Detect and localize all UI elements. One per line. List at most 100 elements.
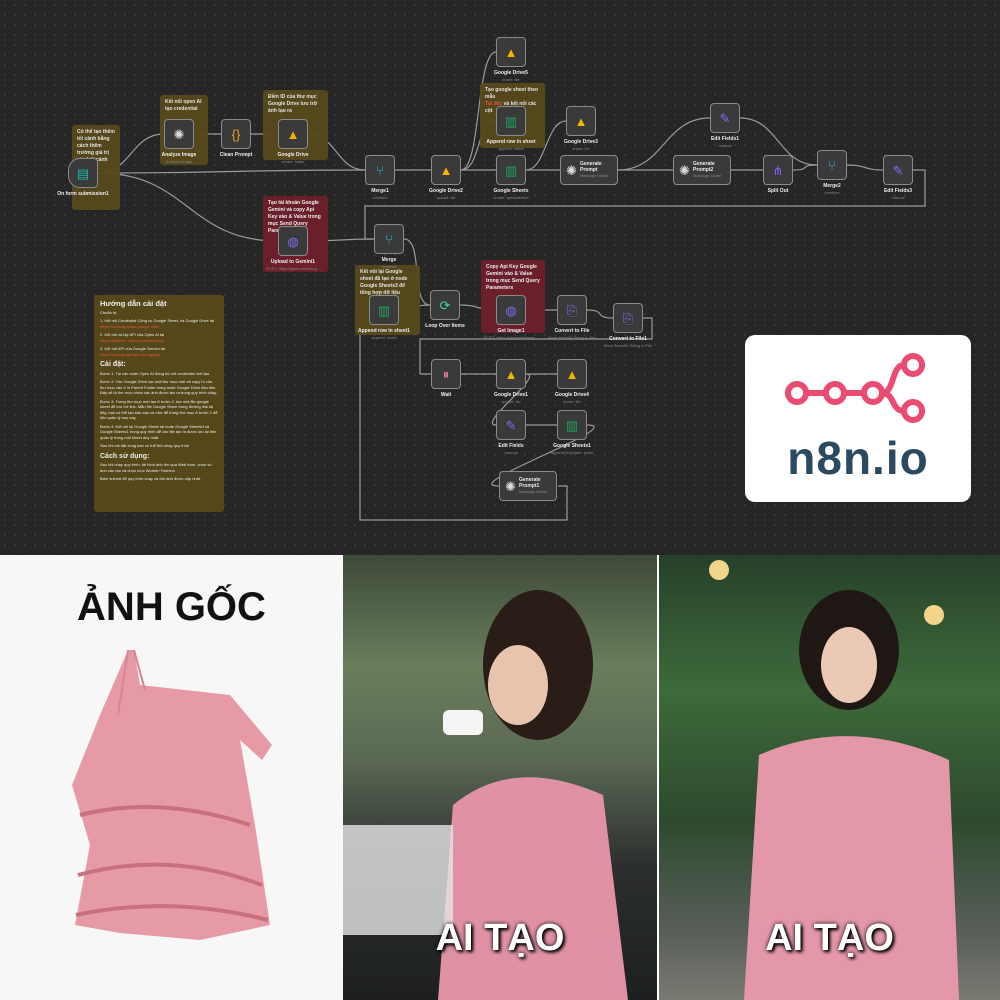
node-label: Edit Fields1: [710, 136, 740, 142]
node-label: Merge2: [823, 183, 841, 189]
guide-prep-item: 3. Kết nối API của Google Gemini tại: [100, 346, 165, 351]
node-gdrive2[interactable]: ▲: [431, 155, 461, 185]
google-drive-icon: ▲: [565, 366, 579, 382]
guide-link[interactable]: https://platform.openai.com/api-keys: [100, 337, 165, 343]
node-analyze[interactable]: ✺: [164, 119, 194, 149]
guide-prep-item: 2. Kết nối và lấy API của Open AI tại: [100, 332, 165, 337]
file-convert-icon: ⎘: [566, 302, 578, 318]
sticky-link[interactable]: Tại đây: [485, 101, 503, 107]
node-form[interactable]: ▤: [68, 158, 98, 188]
globe-icon: ◍: [505, 302, 517, 318]
node-subtitle: combine: [372, 195, 388, 200]
node-label: Get Image1: [497, 328, 525, 334]
google-drive-icon: ▲: [504, 44, 518, 60]
node-append[interactable]: ▥: [496, 106, 526, 136]
node-merge1[interactable]: ⑂: [365, 155, 395, 185]
connection-form-merge1[interactable]: [97, 169, 366, 174]
workflow-canvas[interactable]: Có thể tạo thêm tối cảnh bằng cách thêm …: [0, 0, 1000, 555]
guide-step: Bước 1: Tại các node Open AI đồng bộ với…: [100, 370, 211, 376]
node-subtitle: create: spreadsheet: [493, 195, 529, 200]
node-getimage[interactable]: ◍: [496, 295, 526, 325]
connection-loop-back-1[interactable]: [364, 169, 926, 240]
node-edit1[interactable]: ✎: [710, 103, 740, 133]
node-label: Merge1: [371, 188, 389, 194]
node-subtitle: Analyze Image: [165, 159, 193, 164]
node-subtitle: POST: https://generativelang...: [265, 266, 321, 271]
guide-prep: Chuẩn bị:: [100, 309, 118, 315]
connection-form-upload[interactable]: [97, 172, 279, 242]
node-edit[interactable]: ✎: [496, 410, 526, 440]
connection-genprompt-edit1[interactable]: [617, 117, 711, 171]
connection-gdrive2-gdrive5[interactable]: [460, 51, 497, 171]
google-sheets-icon: ▥: [504, 162, 518, 178]
node-label: Append row in sheet: [486, 139, 536, 145]
node-subtitle: combine: [824, 190, 840, 195]
openai-icon: ✺: [505, 478, 516, 494]
guide-link[interactable]: https://console.cloud.google.com/: [100, 323, 160, 329]
node-subtitle: combine: [381, 264, 397, 269]
node-subtitle: append: sheet: [498, 146, 524, 151]
node-subtitle: manual: [718, 143, 732, 148]
node-gsheets[interactable]: ▥: [496, 155, 526, 185]
node-subtitle: Move Base64 String to File: [603, 343, 653, 348]
ai-label: AI TẠO: [765, 917, 894, 959]
pencil-icon: ✎: [505, 417, 517, 433]
connection-gsheets-gdrive3[interactable]: [525, 120, 567, 171]
guide-step: Bước 4: Kết nối lại Google Sheet tại nod…: [100, 423, 217, 440]
node-label: Convert to File1: [609, 336, 647, 342]
node-label: Google Drive5: [494, 70, 528, 76]
connection-loop-back-2[interactable]: [419, 317, 653, 375]
node-merge2[interactable]: ⑂: [817, 150, 847, 180]
connection-edit1-merge2[interactable]: [739, 117, 818, 166]
node-subtitle: manual: [891, 195, 905, 200]
sticky-text: Tạo google sheet theo mẫu: [485, 87, 539, 100]
connection-split-merge2[interactable]: [792, 164, 818, 171]
guide-usage: Sau khi chạy quy trình, tải hình ảnh lên…: [100, 462, 212, 473]
node-subtitle: upload: file: [436, 195, 456, 200]
node-label: Merge: [381, 257, 397, 263]
ai-generated-image-2: AI TẠO: [659, 555, 1000, 1000]
node-label: Loop Over Items: [425, 323, 465, 329]
node-upload[interactable]: ◍: [278, 226, 308, 256]
node-edit3[interactable]: ✎: [883, 155, 913, 185]
loop-icon: ⟳: [439, 297, 451, 313]
node-subtitle: manual: [504, 450, 518, 455]
connection-merge2-edit3[interactable]: [846, 164, 884, 171]
node-gdrive3[interactable]: ▲: [566, 106, 596, 136]
split-icon: ⋔: [772, 162, 784, 178]
node-append1[interactable]: ▥: [369, 295, 399, 325]
node-label: Google Drive2: [429, 188, 463, 194]
node-gdrive1[interactable]: ▲: [496, 359, 526, 389]
connection-convert-convert1[interactable]: [586, 309, 614, 319]
node-label: Convert to File: [554, 328, 590, 334]
pause-icon: ⏸: [442, 366, 450, 382]
node-genprompt[interactable]: ✺: [560, 155, 618, 185]
node-genprompt2[interactable]: ✺: [673, 155, 731, 185]
node-split[interactable]: ⋔: [763, 155, 793, 185]
node-gdrive[interactable]: ▲: [278, 119, 308, 149]
node-gsheets1[interactable]: ▥: [557, 410, 587, 440]
node-convert[interactable]: ⎘: [557, 295, 587, 325]
node-label: Wait: [440, 392, 452, 398]
ai-label: AI TẠO: [435, 917, 565, 959]
file-convert-icon: ⎘: [622, 310, 634, 326]
connection-gdrive1-edit[interactable]: [492, 373, 530, 426]
connection-gsheets1-genprompt1[interactable]: [491, 424, 595, 487]
node-wait[interactable]: ⏸: [431, 359, 461, 389]
node-subtitle: share: file: [572, 146, 590, 151]
node-label: Edit Fields3: [883, 188, 913, 194]
form-icon: ▤: [76, 165, 90, 181]
node-gdrive5[interactable]: ▲: [496, 37, 526, 67]
node-convert1[interactable]: ⎘: [613, 303, 643, 333]
merge-icon: ⑂: [828, 157, 836, 173]
guide-link[interactable]: https://aistudio.google.com/apikey: [100, 351, 161, 357]
node-gdrive4[interactable]: ▲: [557, 359, 587, 389]
node-label: Google Drive1: [494, 392, 528, 398]
setup-guide-note[interactable]: Hướng dẫn cài đặt Chuẩn bị: 1. Kết nối C…: [94, 295, 224, 512]
merge-icon: ⑂: [385, 231, 393, 247]
node-clean[interactable]: {}: [221, 119, 251, 149]
node-loop[interactable]: ⟳: [430, 290, 460, 320]
node-merge[interactable]: ⑂: [374, 224, 404, 254]
node-genprompt1[interactable]: ✺: [499, 471, 557, 501]
